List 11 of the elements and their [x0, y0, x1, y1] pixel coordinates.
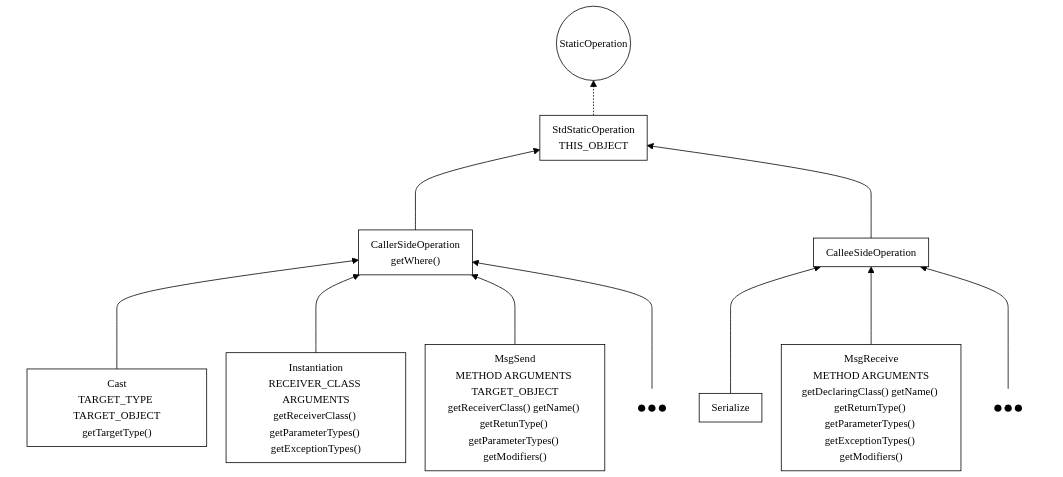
node-box: CallerSideOperation getWhere() — [358, 229, 473, 276]
node-box: StdStaticOperation THIS_OBJECT — [539, 114, 648, 161]
node-box: MsgReceive METHOD ARGUMENTS getDeclaringClass() getName() getReturnType() getParameterTypes() getExceptionTypes() getModifiers() — [780, 344, 962, 472]
node-text: ●●● — [992, 398, 1024, 418]
node-box: Cast TARGET_TYPE TARGET_OBJECT getTargetType() — [26, 368, 208, 447]
node-circle: StaticOperation — [556, 5, 632, 81]
node-box: Instantiation RECEIVER_CLASS ARGUMENTS getReceiverClass() getParameterTypes() getExceptionTypes() — [225, 352, 407, 464]
node-box: MsgSend METHOD ARGUMENTS TARGET_OBJECT getReceiverClass() getName() getRetunType() getParameterTypes() getModifiers() — [424, 344, 606, 472]
node-text: ●●● — [636, 398, 668, 418]
node-box: Serialize — [698, 392, 763, 423]
node-box: CalleeSideOperation — [813, 237, 930, 268]
